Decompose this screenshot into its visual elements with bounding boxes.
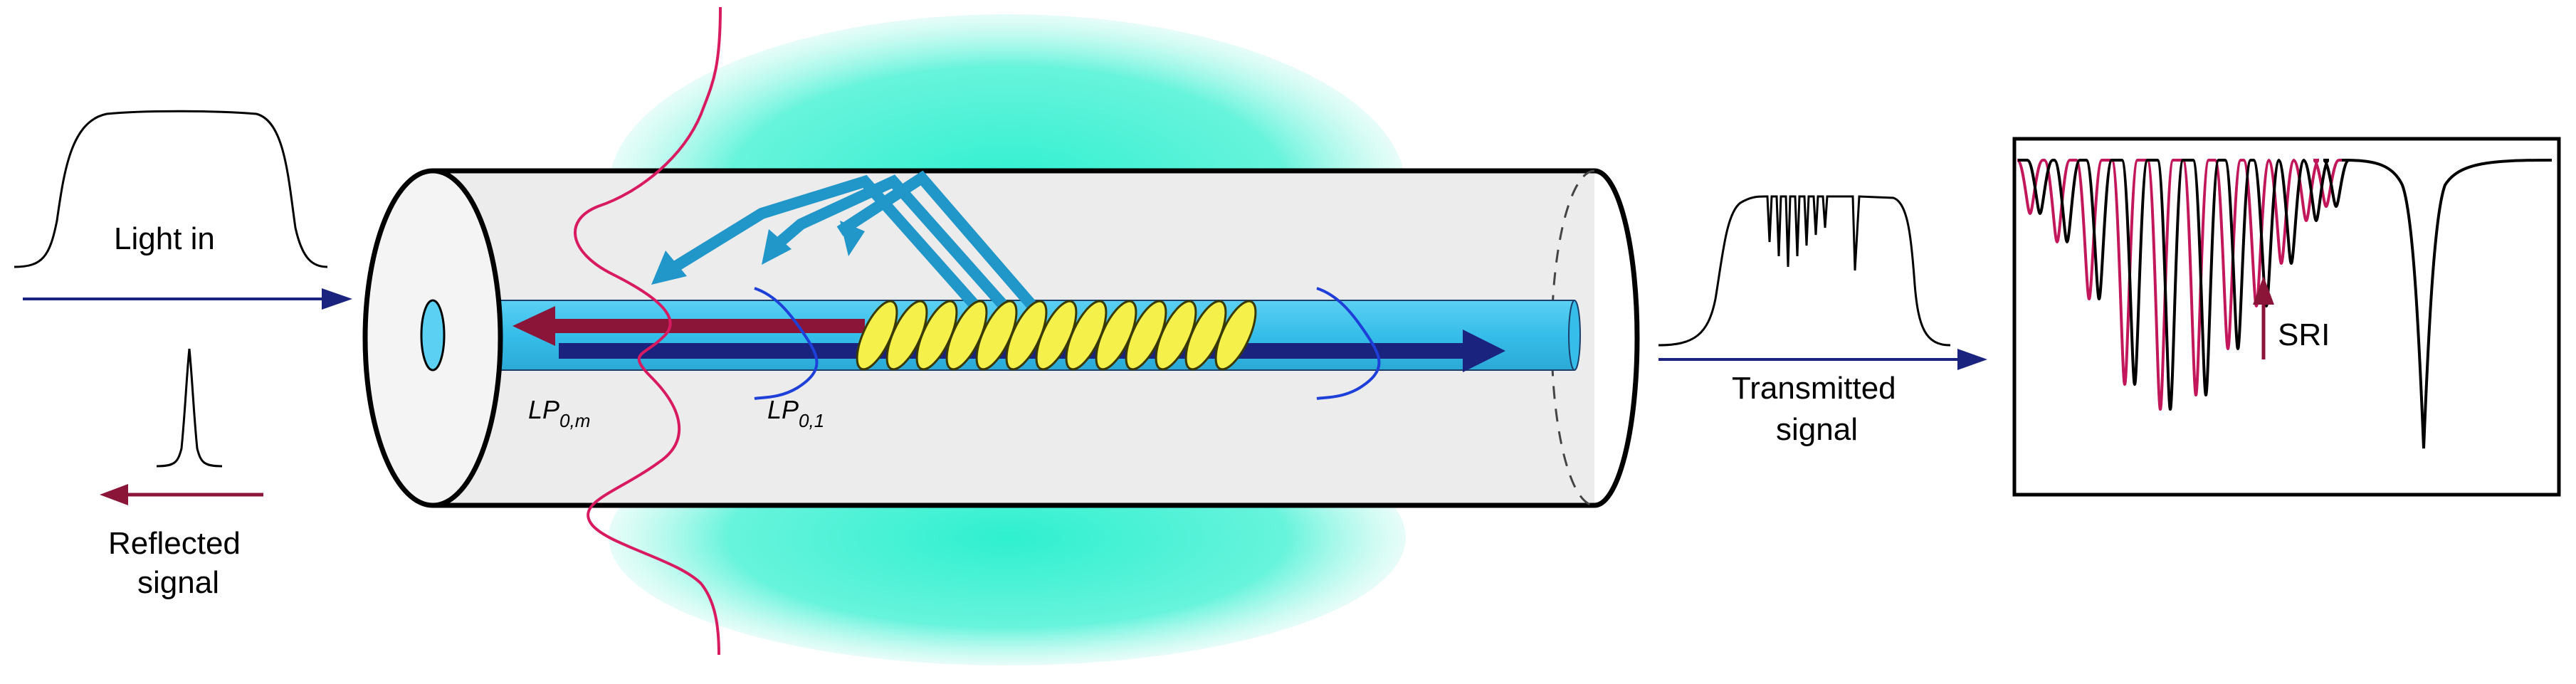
- transmission-spectrum-plot: [2016, 159, 2553, 449]
- narrow-peak-icon: [156, 348, 223, 468]
- cladding-coupling-arrows: [666, 170, 1041, 314]
- notched-spectrum-icon: [1658, 195, 1951, 347]
- core-resonance-dip: [2341, 159, 2553, 449]
- cladding-mode-label: LP0,m: [528, 395, 590, 431]
- core-mode-profile-right: [1316, 287, 1381, 400]
- cladding-mode-field: [574, 6, 722, 656]
- broadband-spectrum-icon: [14, 110, 328, 268]
- shifted-spectrum-trace: [2016, 159, 2342, 411]
- grating-period: [1214, 300, 1257, 371]
- original-spectrum-trace: [2018, 159, 2350, 411]
- core-mode-label: LP0,1: [767, 395, 824, 431]
- sri-label: SRI: [2278, 317, 2330, 352]
- long-period-grating: [856, 300, 1257, 371]
- reflected-label-line2: signal: [137, 565, 219, 600]
- transmitted-label-line1: Transmitted: [1732, 371, 1896, 406]
- transmitted-label-line2: signal: [1776, 412, 1858, 447]
- fiber-end-face: [362, 168, 503, 508]
- core-mode-profile-left: [754, 287, 819, 400]
- light-in-label: Light in: [114, 221, 215, 256]
- reflected-label-line1: Reflected: [108, 526, 241, 561]
